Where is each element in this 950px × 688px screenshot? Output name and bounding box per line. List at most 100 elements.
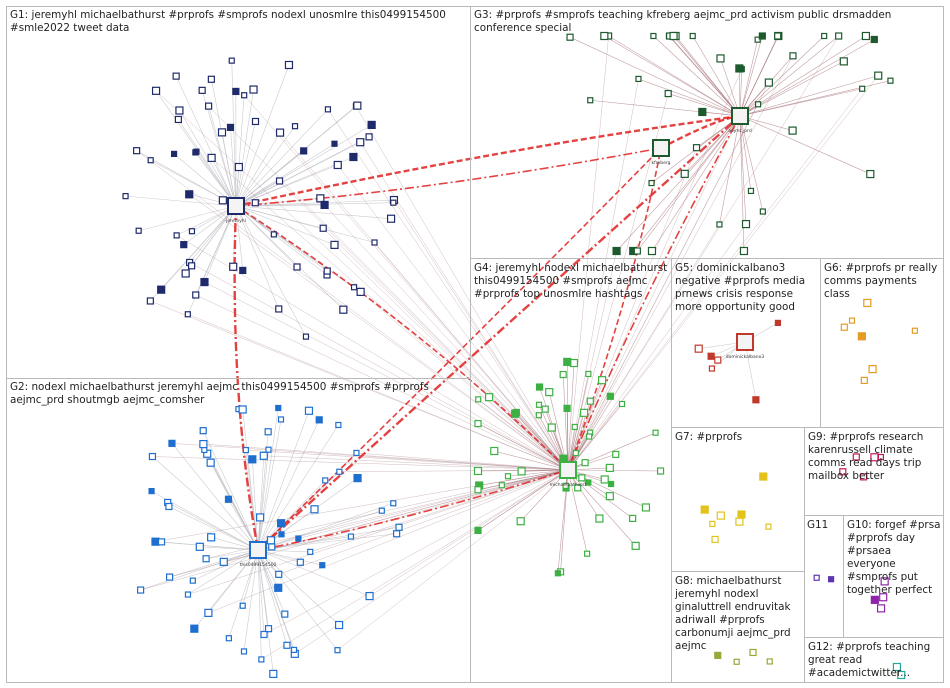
graph-node [879,593,888,602]
graph-node [574,484,582,492]
hub-node-label: this0499154500 [240,562,277,568]
graph-edge [257,407,279,551]
graph-node [689,32,696,40]
graph-edge [211,79,237,207]
graph-node [274,583,283,592]
group-label-g4: G4: jeremyhl nodexl michaelbathurst this… [474,262,671,300]
inter-hub-edge [567,115,741,471]
graph-edge [243,95,569,471]
graph-node [151,86,161,95]
graph-edge [739,115,745,252]
graph-node [199,439,208,449]
graph-edge [257,533,397,551]
graph-node [275,128,285,137]
graph-edge [235,143,335,207]
graph-node [716,221,723,228]
group-label-g2: G2: nodexl michaelbathurst jeremyhl aejm… [10,381,433,406]
graph-edge [235,205,244,271]
graph-node [733,658,740,665]
graph-node [353,101,362,110]
graph-node [330,240,339,249]
graph-node [656,467,665,475]
graph-node [839,468,847,476]
group-label-g1: G1: jeremyhl michaelbathurst #prprofs #s… [10,9,450,34]
graph-edge [242,409,259,551]
graph-node [256,513,265,522]
graph-node [516,517,525,526]
graph-node [606,392,614,400]
graph-edge [324,204,569,471]
graph-node [283,641,291,649]
graph-edge [739,115,752,191]
graph-edge [337,164,569,471]
graph-node [887,77,894,84]
graph-edge [567,223,747,471]
graph-edge [211,157,569,471]
graph-node [474,526,482,534]
inter-hub-edge [235,114,741,208]
graph-node [788,126,797,135]
graph-node [324,106,332,113]
graph-node [759,208,766,215]
graph-node [148,488,155,495]
graph-edge [235,205,280,310]
graph-node [911,327,918,334]
group-box-g2 [6,378,471,683]
graph-node [365,591,374,601]
graph-node [304,406,314,415]
graph-edge [567,93,669,471]
graph-edge [261,469,569,660]
graph-node [205,102,213,110]
graph-node [669,31,678,41]
graph-node [774,319,782,326]
graph-node [897,670,906,680]
hub-node-jeremyhl: jeremyhl [225,197,246,224]
graph-node [641,503,651,512]
inter-hub-edge [257,147,662,551]
graph-node [572,449,579,457]
graph-edge [739,115,871,175]
graph-edge [257,419,282,551]
graph-edge [204,281,569,471]
graph-edge [477,423,569,471]
graph-node [587,97,594,104]
graph-node [166,573,174,581]
graph-edge [203,443,569,471]
graph-node [708,365,716,372]
group-box-g3 [470,6,944,259]
graph-node [275,177,284,185]
graph-edge [567,250,617,471]
graph-node [600,31,609,41]
graph-node [545,388,554,397]
graph-node [566,33,574,41]
graph-node [266,536,276,545]
graph-node [367,120,376,130]
graph-node [870,595,879,604]
graph-edge [235,126,296,207]
graph-node [664,89,672,98]
graph-edge [477,469,569,531]
graph-node [293,263,301,271]
graph-edge [566,361,569,471]
graph-edge [393,199,569,471]
graph-node [747,187,755,195]
graph-node [595,514,604,523]
graph-edge [150,205,237,302]
graph-edge [567,224,720,471]
graph-node [331,140,338,147]
graph-edge [175,76,237,207]
graph-node [333,160,342,170]
graph-edge [235,205,335,246]
graph-node [251,117,260,126]
graph-edge [369,469,569,597]
graph-node [547,423,556,432]
graph-node [692,144,701,152]
graph-node [475,396,482,403]
graph-node [181,269,190,278]
graph-node [204,608,213,618]
graph-edge [567,88,863,471]
graph-node [652,429,659,436]
graph-node [578,474,586,482]
group-label-g3: G3: #prprofs #smprofs teaching kfreberg … [474,9,895,34]
graph-node [241,92,248,99]
